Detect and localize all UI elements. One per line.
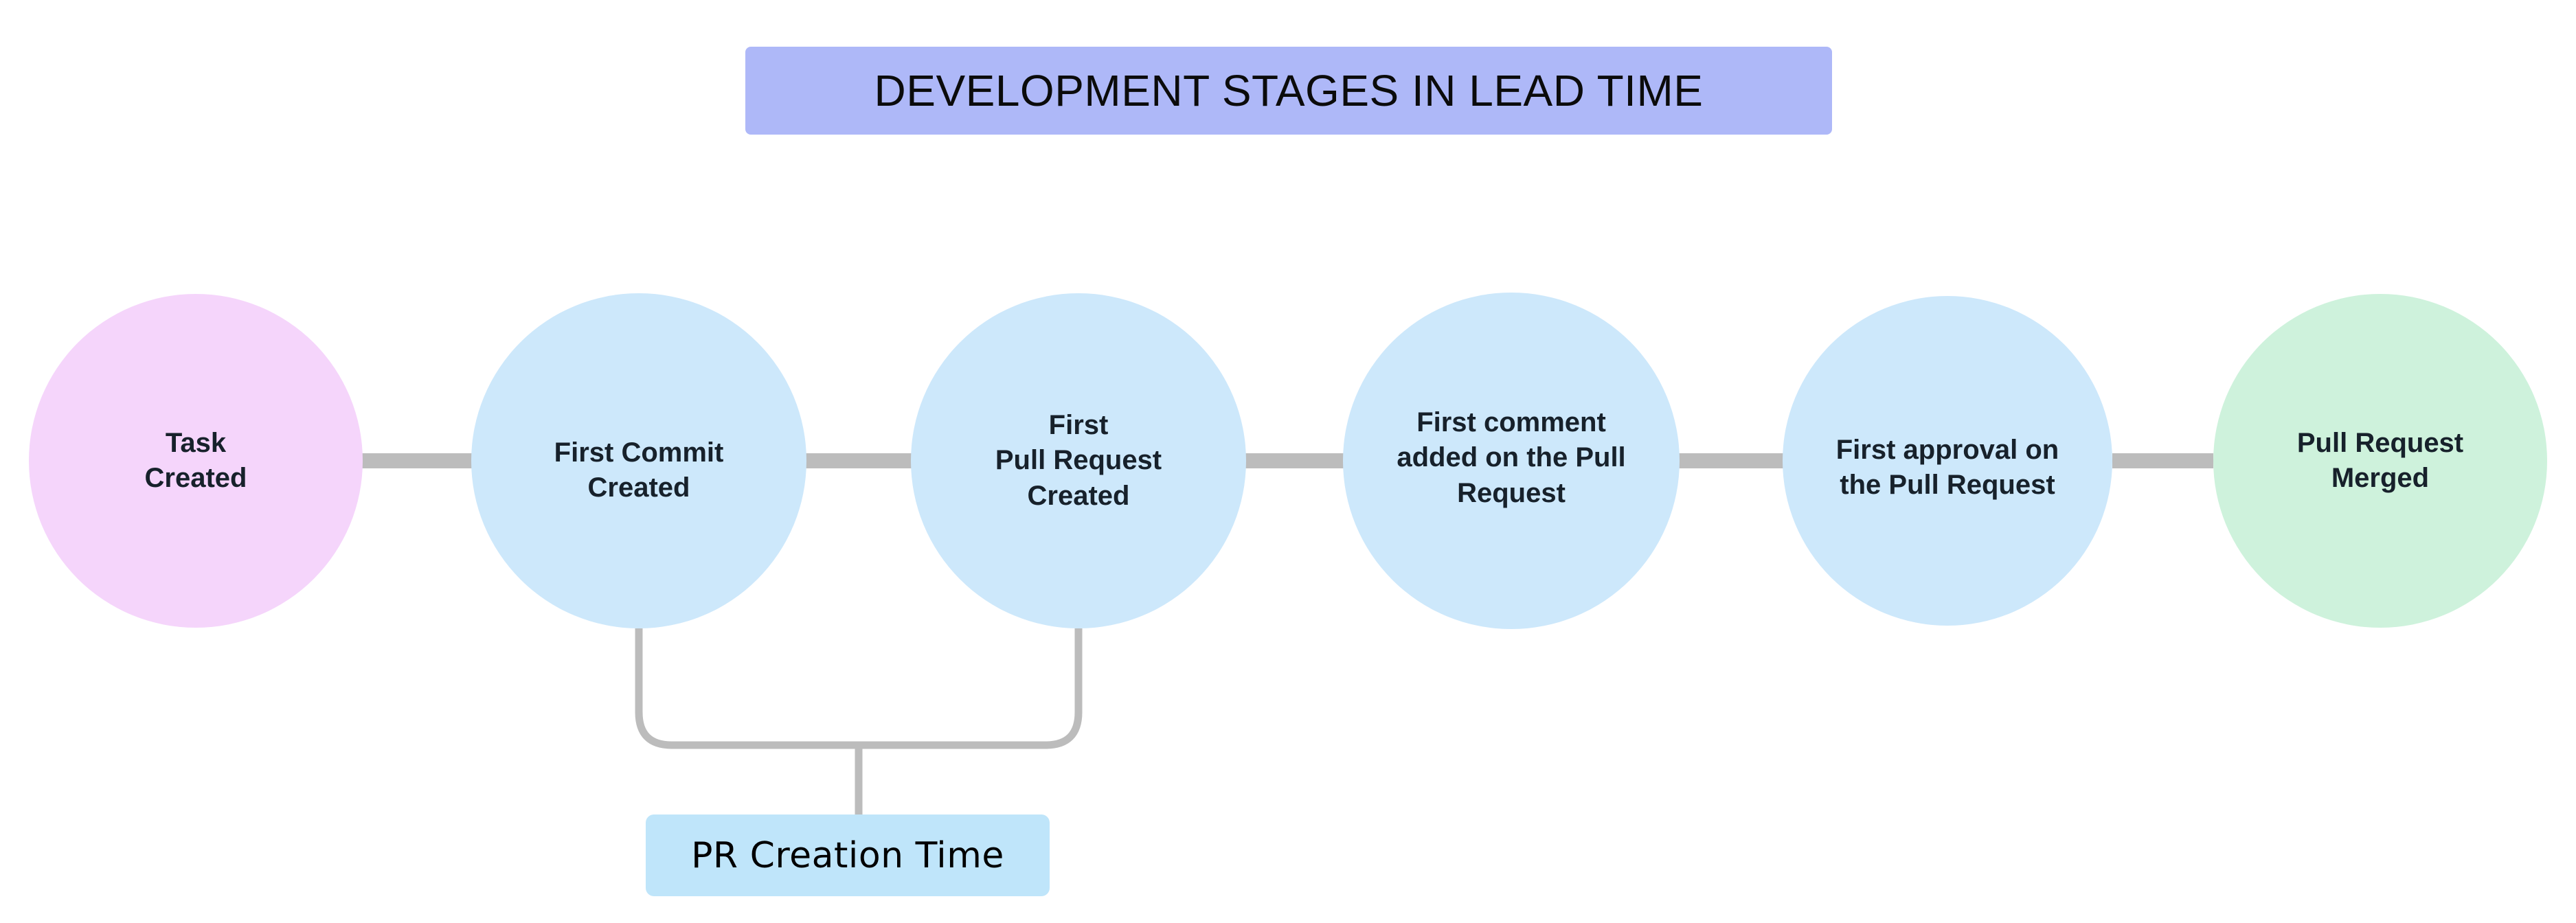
node-task-created[interactable]: Task Created: [29, 294, 363, 628]
node-first-pull-request-created-label: First Pull Request Created: [995, 410, 1162, 511]
pr-creation-time-label: PR Creation Time: [691, 834, 1004, 876]
node-first-approval[interactable]: First approval on the Pull Request: [1783, 296, 2112, 626]
node-first-commit-created-label: First Commit Created: [554, 437, 724, 503]
node-pull-request-merged[interactable]: Pull Request Merged: [2213, 294, 2547, 628]
connector-lines: [362, 453, 2213, 468]
connector-pr-to-comment: [1245, 453, 1344, 468]
connector-comment-to-approval: [1679, 453, 1784, 468]
node-pull-request-merged-label: Pull Request Merged: [2296, 427, 2464, 493]
node-first-comment-added-label: First comment added on the Pull Request: [1397, 407, 1626, 508]
pr-creation-bracket: [635, 628, 1083, 817]
connector-commit-to-pr: [805, 453, 912, 468]
bracket-path: [635, 628, 1083, 749]
connector-approval-to-merged: [2112, 453, 2213, 468]
node-first-pull-request-created[interactable]: First Pull Request Created: [911, 293, 1246, 628]
page-title: DEVELOPMENT STAGES IN LEAD TIME: [874, 66, 1704, 115]
pr-creation-time-label-box[interactable]: PR Creation Time: [646, 814, 1050, 896]
node-task-created-label: Task Created: [144, 427, 247, 493]
node-first-approval-label: First approval on the Pull Request: [1835, 434, 2059, 500]
node-first-commit-created[interactable]: First Commit Created: [471, 293, 806, 628]
connector-task-to-commit: [362, 453, 473, 468]
node-first-comment-added[interactable]: First comment added on the Pull Request: [1343, 293, 1680, 629]
diagram-title-banner: DEVELOPMENT STAGES IN LEAD TIME: [745, 47, 1832, 135]
